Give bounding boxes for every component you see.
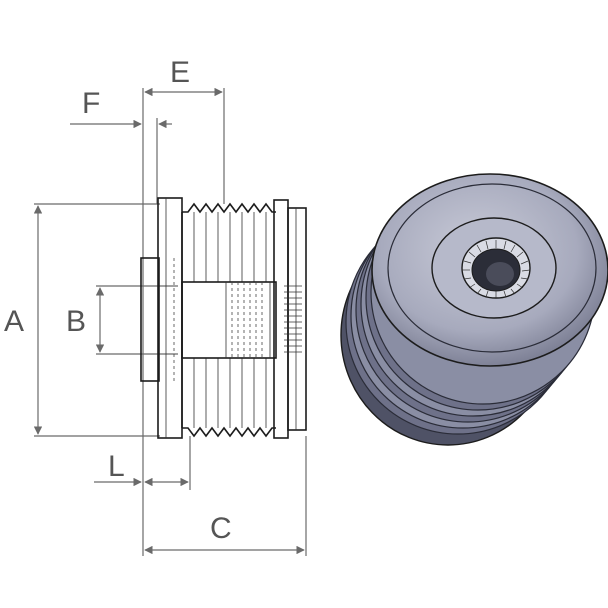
bore-section (181, 281, 277, 359)
label-l: L (108, 450, 125, 483)
dimension-labels: A B C E F L (4, 56, 232, 545)
knurled-ring (284, 285, 302, 353)
label-b: B (66, 305, 86, 338)
pulley-3d-view (340, 173, 608, 446)
extension-lines (34, 88, 307, 556)
pulley-profile (140, 197, 307, 439)
side-view: A B C E F L (4, 56, 307, 556)
label-f: F (82, 87, 100, 120)
v-ribs (181, 202, 276, 438)
spline-teeth (462, 240, 531, 298)
dimension-lines (33, 87, 305, 555)
label-e: E (170, 56, 190, 89)
label-a: A (4, 305, 24, 338)
label-c: C (210, 512, 232, 545)
